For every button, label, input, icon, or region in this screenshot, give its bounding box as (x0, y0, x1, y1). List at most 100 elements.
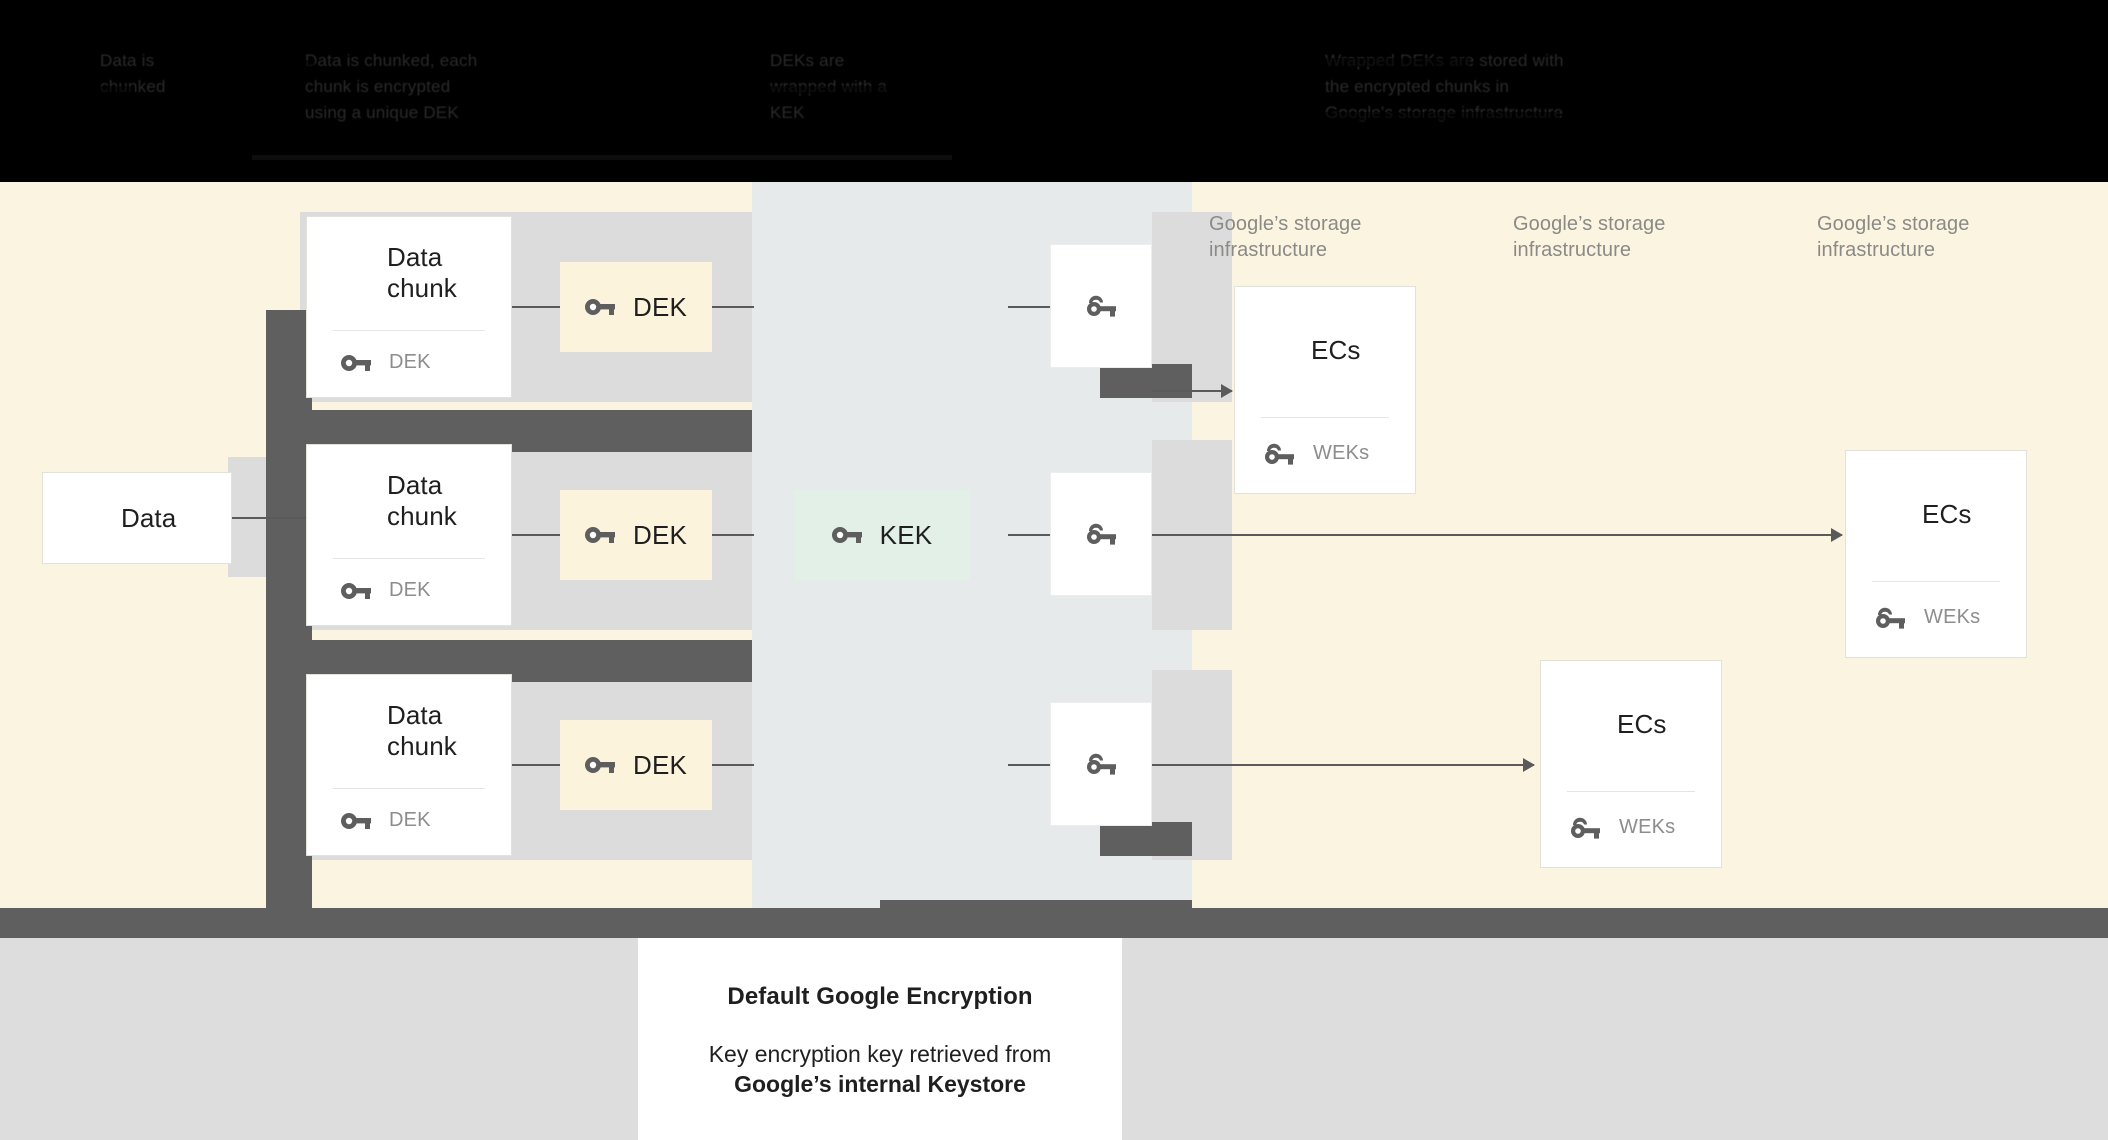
redaction-band-3 (1100, 364, 1192, 398)
caption-body: Key encryption key retrieved from Google… (709, 1039, 1052, 1099)
infra-label-2: Google’s storage infrastructure (1513, 213, 1666, 261)
data-chunk-card-3[interactable]: Data chunk DEK (306, 674, 512, 856)
card-header: Data chunk (307, 445, 511, 557)
ecs-title: ECs (1311, 335, 1361, 366)
redaction-bar (0, 86, 135, 96)
redaction-band-4 (1100, 822, 1192, 856)
key-icon (341, 582, 371, 599)
key-icon (584, 527, 615, 543)
card-header: ECs (1541, 661, 1721, 789)
card-divider (333, 558, 485, 559)
connector-chunk2-dek2 (512, 534, 560, 536)
connector-to-wkey-3 (1008, 764, 1050, 766)
card-header: Data chunk (307, 675, 511, 787)
header-line: using a unique DEK (305, 103, 459, 122)
chunk-title: Data chunk (387, 469, 457, 531)
key-icon (341, 812, 371, 829)
card-footer: DEK (307, 557, 511, 625)
card-footer: DEK (307, 787, 511, 855)
redaction-bar (560, 86, 960, 94)
wrapped-key-icon (1087, 523, 1116, 545)
card-divider (1261, 417, 1389, 418)
dek-label: DEK (632, 519, 688, 550)
header-tab-bar (252, 155, 952, 160)
connector-chunk3-dek3 (512, 764, 560, 766)
wrapped-key-box-1[interactable] (1050, 244, 1152, 368)
key-icon (584, 757, 615, 773)
chunk-key-label: DEK (389, 579, 431, 602)
card-header: Data (43, 473, 231, 563)
caption-line-2: Google’s internal Keystore (734, 1070, 1026, 1097)
ecs-key-label: WEKs (1619, 816, 1676, 839)
ecs-card-3[interactable]: ECs WEKs (1540, 660, 1722, 868)
server-stack-icon (1565, 707, 1599, 743)
chunk-key-label: DEK (389, 351, 431, 374)
infra-label-1: Google’s storage infrastructure (1209, 213, 1362, 261)
server-stack-icon (1870, 497, 1904, 533)
obscured-header-strip: Data is chunked Data is chunked, each ch… (0, 0, 2108, 160)
header-line: DEKs are (770, 51, 845, 70)
ecs-title: ECs (1617, 709, 1667, 740)
connector-dek1-out (712, 306, 754, 308)
key-icon (584, 299, 615, 315)
header-line: chunk is encrypted (305, 77, 451, 96)
redaction-band-5 (880, 900, 1192, 910)
kek-label: KEK (879, 519, 933, 550)
card-footer: WEKs (1541, 789, 1721, 867)
redaction-bar (1050, 58, 1470, 67)
dek-box-3[interactable]: DEK (560, 720, 712, 810)
infra-label-3: Google’s storage infrastructure (1817, 213, 1970, 261)
redaction-bar (200, 60, 315, 68)
kek-box[interactable]: KEK (794, 490, 970, 580)
data-chunk-card-2[interactable]: Data chunk DEK (306, 444, 512, 626)
key-icon (341, 354, 371, 371)
card-header: ECs (1235, 287, 1415, 415)
wrapped-key-icon (1876, 607, 1905, 629)
connector-kek-to-wkey-2 (1008, 534, 1050, 536)
card-footer: WEKs (1235, 415, 1415, 493)
header-base-bar (0, 150, 2108, 160)
wrapped-key-icon (1265, 443, 1294, 465)
server-stack-icon (335, 483, 369, 519)
card-divider (1872, 581, 2000, 582)
caption-card: Default Google Encryption Key encryption… (638, 938, 1122, 1140)
caption-title: Default Google Encryption (727, 982, 1033, 1010)
redaction-bar (0, 110, 110, 120)
card-divider (333, 330, 485, 331)
card-divider (333, 788, 485, 789)
wrapped-key-icon (1087, 295, 1116, 317)
card-header: Data chunk (307, 217, 511, 329)
connector-dek3-out (712, 764, 754, 766)
server-stack-icon (1259, 333, 1293, 369)
caption-line-1: Key encryption key retrieved from (708, 1040, 1052, 1067)
bottom-redaction-band (0, 908, 2108, 938)
ecs-card-2[interactable]: ECs WEKs (1845, 450, 2027, 658)
connector-to-wkey-1 (1008, 306, 1050, 308)
dek-box-2[interactable]: DEK (560, 490, 712, 580)
wrapped-key-box-3[interactable] (1050, 702, 1152, 826)
header-line: KEK (770, 103, 805, 122)
redaction-bar (0, 58, 98, 70)
header-column-2: Data is chunked, each chunk is encrypted… (305, 48, 635, 126)
chunk-key-label: DEK (389, 809, 431, 832)
chunk-title: Data chunk (387, 241, 457, 303)
header-line: Data is chunked, each (305, 51, 478, 70)
dek-label: DEK (632, 749, 688, 780)
ecs-key-label: WEKs (1924, 606, 1981, 629)
data-source-label: Data (121, 502, 177, 533)
connector-dek2-out (712, 534, 754, 536)
dek-box-1[interactable]: DEK (560, 262, 712, 352)
card-divider (1567, 791, 1695, 792)
data-source-card[interactable]: Data (42, 472, 232, 564)
header-line: Data is (100, 51, 155, 70)
diagram-body: Data Data chunk DEK (0, 182, 2108, 950)
ecs-title: ECs (1922, 499, 1972, 530)
wrapped-key-box-2[interactable] (1050, 472, 1152, 596)
ecs-card-1[interactable]: ECs WEKs (1234, 286, 1416, 494)
key-icon (831, 527, 862, 543)
dek-label: DEK (632, 291, 688, 322)
card-footer: WEKs (1846, 579, 2026, 657)
data-chunk-card-1[interactable]: Data chunk DEK (306, 216, 512, 398)
card-header: ECs (1846, 451, 2026, 579)
